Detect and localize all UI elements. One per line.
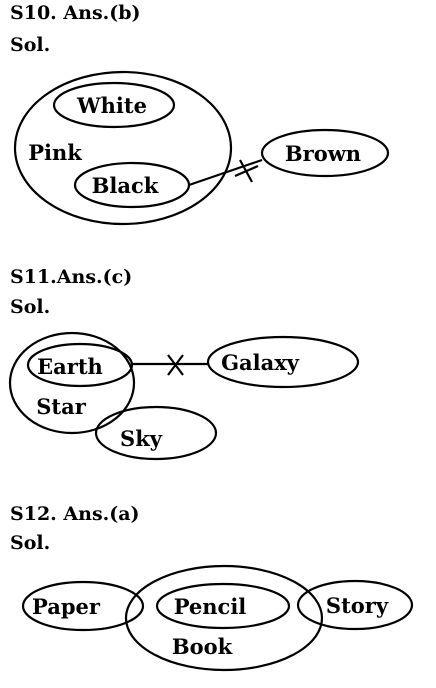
- q11-sol-label: Sol.: [10, 296, 51, 318]
- q10-sol-label: Sol.: [10, 34, 51, 56]
- white-label: White: [76, 93, 147, 118]
- paper-circle: [21, 580, 145, 632]
- q12-answer-heading: S12. Ans.(a): [10, 503, 140, 525]
- pencil-circle: [155, 582, 291, 630]
- star-circle: [8, 331, 136, 435]
- pink-label: Pink: [28, 140, 82, 165]
- book-circle: [124, 564, 324, 672]
- paper-label: Paper: [32, 594, 101, 619]
- q10-venn-diagram: White Pink Black Brown: [13, 70, 390, 226]
- white-circle: [52, 81, 176, 129]
- brown-label: Brown: [285, 141, 361, 166]
- story-label: Story: [326, 593, 389, 618]
- no-relation-cross-mark: [234, 164, 259, 178]
- story-circle: [296, 579, 414, 631]
- book-label: Book: [172, 634, 233, 659]
- galaxy-circle: [206, 335, 360, 389]
- pencil-label: Pencil: [174, 594, 247, 619]
- q12-sol-label: Sol.: [10, 532, 51, 554]
- black-brown-link: [188, 158, 263, 187]
- sky-circle: [94, 405, 218, 461]
- black-label: Black: [92, 173, 159, 198]
- q10-answer-heading: S10. Ans.(b): [10, 2, 141, 24]
- pink-circle: [13, 70, 233, 226]
- q11-answer-heading: S11.Ans.(c): [10, 266, 133, 288]
- earth-label: Earth: [37, 354, 103, 379]
- sky-label: Sky: [120, 426, 163, 451]
- no-relation-cross-mark: [167, 354, 184, 376]
- q12-venn-diagram: Paper Pencil Book Story: [21, 564, 414, 672]
- brown-circle: [260, 128, 390, 178]
- galaxy-label: Galaxy: [221, 350, 300, 375]
- q11-venn-diagram: Earth Star Galaxy Sky: [8, 331, 360, 461]
- star-label: Star: [36, 394, 86, 419]
